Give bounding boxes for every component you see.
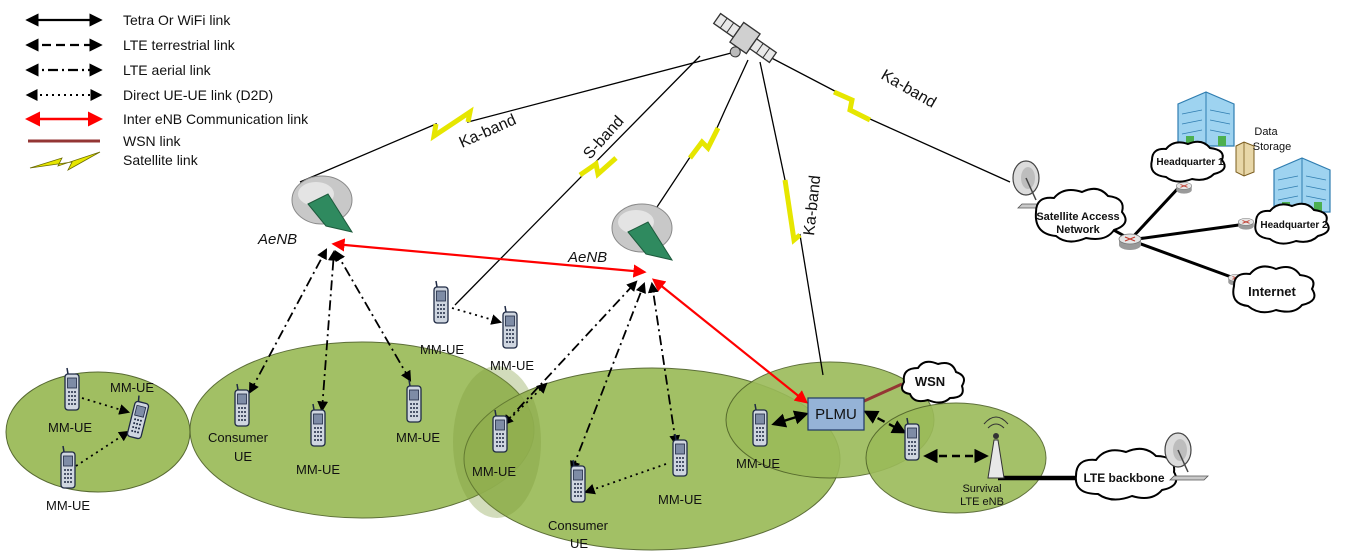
- phone-icon: [310, 403, 326, 447]
- storage-icon: [1235, 141, 1255, 177]
- router-icon: [1175, 181, 1193, 195]
- band-label-right: Ka-band: [878, 67, 939, 112]
- survival-enb-icon: [983, 416, 1009, 479]
- sat-access-label-2: Network: [1056, 224, 1100, 236]
- legend-item-d2d: Direct UE-UE link (D2D): [25, 87, 273, 103]
- band-label-s: S-band: [580, 113, 627, 163]
- ue-label: MM-UE: [48, 420, 92, 435]
- phone-icon: [64, 367, 80, 411]
- phone-icon: [570, 459, 586, 503]
- hq2-cloud: Headquarter 2: [1254, 202, 1330, 245]
- ue-label: MM-UE: [296, 462, 340, 477]
- wsn-cloud: WSN: [901, 360, 965, 404]
- hq1-label: Headquarter 1: [1156, 157, 1224, 168]
- cell-left: [5, 371, 191, 493]
- legend-label-lte-aerial: LTE aerial link: [123, 62, 212, 78]
- router-icon: [1237, 217, 1255, 231]
- ue-label-consumer-2: UE: [570, 536, 588, 551]
- sat-bolt-right: [832, 89, 872, 123]
- phone-icon: [234, 383, 250, 427]
- ue-label-consumer-2: UE: [234, 449, 252, 464]
- ue-label-consumer-1: Consumer: [208, 430, 269, 445]
- legend-item-satellite: Satellite link: [29, 151, 199, 171]
- building-icon: [1177, 91, 1235, 147]
- aenb-left-label: AeNB: [257, 231, 297, 248]
- sat-bolt-s: [578, 156, 618, 179]
- wsn-label: WSN: [915, 374, 945, 389]
- aenb-right-label: AeNB: [567, 249, 607, 266]
- wsn-link: [861, 382, 903, 404]
- legend-item-lte-aerial: LTE aerial link: [25, 62, 212, 78]
- lte-aerial-links: [248, 248, 681, 473]
- internet-cloud: Internet: [1232, 265, 1316, 314]
- legend: Tetra Or WiFi link LTE terrestrial link …: [25, 12, 309, 171]
- ue-label: MM-UE: [658, 492, 702, 507]
- ue-label-consumer-1: Consumer: [548, 518, 609, 533]
- sat-link-enb: [654, 59, 749, 211]
- satellite-access-cloud: Satellite Access Network: [1034, 187, 1127, 243]
- hq2-label: Headquarter 2: [1260, 220, 1328, 231]
- phone-icon: [433, 280, 449, 324]
- internet-label: Internet: [1248, 284, 1296, 299]
- coverage-cells: [5, 341, 1047, 551]
- terrestrial-links: [771, 382, 1076, 481]
- legend-label-d2d: Direct UE-UE link (D2D): [123, 87, 273, 103]
- legend-item-inter-enb: Inter eNB Communication link: [25, 111, 309, 127]
- data-storage-label-1: Data: [1254, 126, 1278, 138]
- hq1-cloud: Headquarter 1: [1150, 140, 1226, 183]
- legend-label-satellite: Satellite link: [123, 152, 199, 168]
- survival-enb-label-2: LTE eNB: [960, 496, 1004, 508]
- legend-label-inter-enb: Inter eNB Communication link: [123, 111, 309, 127]
- phone-icon: [60, 445, 76, 489]
- phone-icon: [502, 305, 518, 349]
- phone-icon: [904, 417, 920, 461]
- plmu-box: PLMU: [807, 397, 865, 431]
- sat-bolt-left: [430, 106, 474, 142]
- phone-icon: [672, 433, 688, 477]
- ue-label: MM-UE: [472, 464, 516, 479]
- survival-enb-label-1: Survival: [962, 483, 1001, 495]
- legend-label-wsn: WSN link: [123, 133, 182, 149]
- phone-icon: [492, 409, 508, 453]
- ue-label: MM-UE: [110, 380, 154, 395]
- lte-backbone-cloud: LTE backbone: [1074, 447, 1178, 501]
- aenb-left-icon: [291, 175, 353, 233]
- ue-label: MM-UE: [490, 358, 534, 373]
- ue-label: MM-UE: [736, 456, 780, 471]
- lte-backbone-label: LTE backbone: [1083, 471, 1164, 485]
- sat-bolt-plmu: [782, 179, 802, 245]
- sat-bolt-enb: [688, 126, 721, 160]
- legend-label-tetra: Tetra Or WiFi link: [123, 12, 231, 28]
- cell-survival: [865, 402, 1047, 514]
- core-network-links: [1109, 182, 1247, 280]
- sat-link-left: [299, 51, 736, 183]
- legend-item-lte-terrestrial: LTE terrestrial link: [25, 37, 236, 53]
- ue-labels: MM-UE MM-UE MM-UE Consumer UE MM-UE MM-U…: [46, 342, 780, 551]
- legend-label-lte-terrestrial: LTE terrestrial link: [123, 37, 236, 53]
- router-icon: [1118, 233, 1142, 251]
- band-label-center: Ka-band: [801, 174, 824, 236]
- aenb-right-icon: [611, 203, 673, 261]
- plmu-label: PLMU: [815, 406, 857, 423]
- d2d-links: [75, 307, 667, 495]
- ue-label: MM-UE: [46, 498, 90, 513]
- satellite-icon: [712, 12, 778, 64]
- data-storage-label-2: Storage: [1253, 141, 1292, 153]
- sat-access-label-1: Satellite Access: [1036, 211, 1119, 223]
- inter-enb-link-horizontal: [331, 238, 647, 278]
- phone-icon: [752, 403, 768, 447]
- legend-item-tetra: Tetra Or WiFi link: [25, 12, 231, 28]
- ue-label: MM-UE: [420, 342, 464, 357]
- ue-label: MM-UE: [396, 430, 440, 445]
- legend-item-wsn: WSN link: [28, 133, 182, 149]
- phone-icon: [406, 379, 422, 423]
